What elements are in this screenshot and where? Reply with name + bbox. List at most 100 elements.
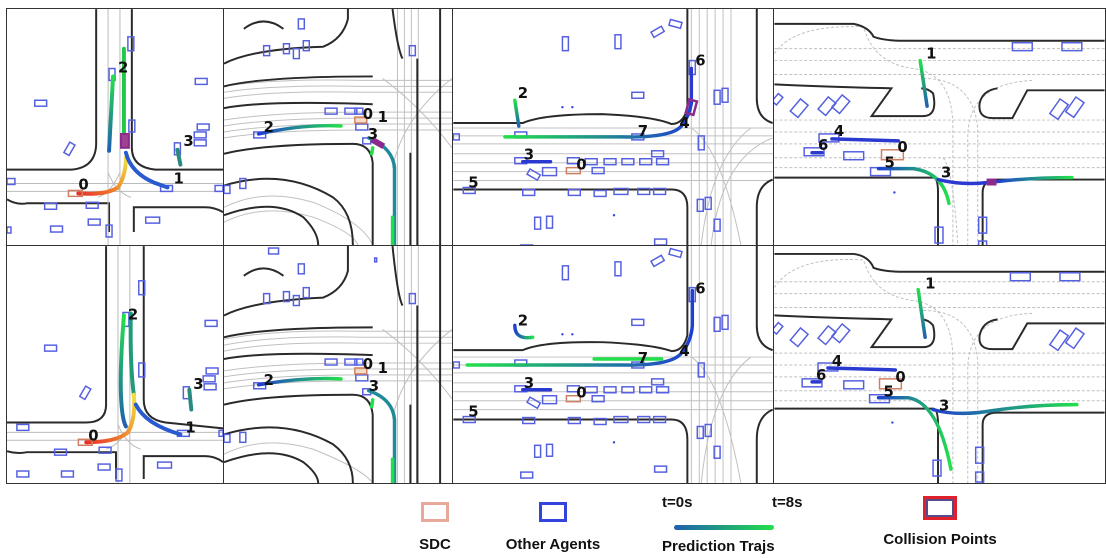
svg-text:4: 4 <box>832 352 842 370</box>
sdc-box <box>77 438 93 446</box>
lanes <box>453 246 773 483</box>
road-edges <box>453 9 773 245</box>
lanes <box>7 246 223 483</box>
collision-point <box>370 136 386 149</box>
trajectory-gradient-icon <box>674 525 774 530</box>
collision-swatch-icon <box>923 496 957 520</box>
legend-sdc-label: SDC <box>419 536 451 553</box>
svg-text:2: 2 <box>518 311 528 329</box>
other-agents-swatch-icon <box>539 502 567 522</box>
svg-text:5: 5 <box>883 383 893 401</box>
scene-map: 1 4 6 0 5 3 <box>774 22 1105 245</box>
road-edges <box>453 246 773 483</box>
lanes <box>7 9 223 245</box>
panel-top-2: 2 0 1 3 <box>223 8 453 246</box>
agent-boxes <box>224 247 417 444</box>
traj-start-label: t=0s <box>662 494 693 511</box>
agent-boxes <box>453 18 729 245</box>
legend-other-agents: Other Agents <box>488 502 618 553</box>
svg-text:6: 6 <box>816 366 826 384</box>
trajectories <box>76 46 183 196</box>
legend-prediction-trajs: t=0s t=8s Prediction Trajs <box>662 494 842 558</box>
road-edges <box>7 9 223 233</box>
agent-boxes <box>774 272 1086 483</box>
svg-text:1: 1 <box>926 45 936 63</box>
panel-top-3: 2 3 0 5 7 4 6 <box>452 8 774 246</box>
panel-bottom-1: 0 1 2 3 <box>6 245 224 484</box>
agent-boxes <box>224 18 417 195</box>
svg-text:1: 1 <box>378 108 388 126</box>
collision-point <box>684 97 699 117</box>
legend-sdc: SDC <box>410 502 460 553</box>
panel-bottom-3: 2 3 0 5 7 4 6 <box>452 245 774 484</box>
traj-end-label: t=8s <box>772 494 803 511</box>
scene-map: 2 0 1 3 <box>224 246 452 483</box>
panel-bottom-2: 2 0 1 3 <box>223 245 453 484</box>
svg-text:6: 6 <box>818 136 828 154</box>
svg-text:5: 5 <box>884 154 894 172</box>
svg-text:1: 1 <box>378 359 388 377</box>
collision-point <box>986 178 997 186</box>
svg-text:7: 7 <box>638 122 648 140</box>
legend-collision-points-label: Collision Points <box>883 531 997 548</box>
svg-text:0: 0 <box>78 175 88 193</box>
legend-prediction-trajs-label: Prediction Trajs <box>662 538 775 555</box>
svg-text:3: 3 <box>368 125 378 143</box>
agent-boxes <box>774 41 1086 245</box>
agent-dots <box>561 333 616 444</box>
svg-text:2: 2 <box>264 118 274 136</box>
trajectories <box>84 311 194 445</box>
svg-text:1: 1 <box>173 169 183 187</box>
trajectories <box>810 287 1079 471</box>
panel-bottom-4: 1 4 6 0 5 3 <box>773 245 1106 484</box>
svg-text:4: 4 <box>679 114 689 132</box>
sdc-swatch-icon <box>421 502 449 522</box>
sdc-box <box>354 367 368 375</box>
scene-map: 1 4 6 0 5 3 <box>774 252 1105 483</box>
legend: SDC Other Agents t=0s t=8s Prediction Tr… <box>400 492 1106 558</box>
svg-text:0: 0 <box>88 426 98 444</box>
trajectories <box>810 58 1074 206</box>
svg-text:3: 3 <box>524 146 534 164</box>
svg-text:2: 2 <box>518 84 528 102</box>
svg-text:3: 3 <box>369 377 379 395</box>
svg-text:0: 0 <box>576 384 586 402</box>
road-edges <box>224 9 442 245</box>
sdc-box <box>354 116 368 124</box>
scene-map: 2 3 0 5 7 4 6 <box>453 9 773 245</box>
sdc-box <box>67 189 84 198</box>
svg-text:2: 2 <box>128 305 138 323</box>
trajectories <box>256 376 397 483</box>
svg-text:0: 0 <box>897 138 907 156</box>
svg-text:6: 6 <box>695 52 705 70</box>
svg-text:3: 3 <box>939 397 949 415</box>
svg-text:3: 3 <box>183 132 193 150</box>
svg-text:0: 0 <box>895 368 905 386</box>
sdc-box <box>880 149 905 161</box>
scene-map: 2 3 0 5 7 4 6 <box>453 246 773 483</box>
svg-text:5: 5 <box>468 403 478 421</box>
svg-text:3: 3 <box>941 164 951 182</box>
svg-text:3: 3 <box>524 374 534 392</box>
legend-other-agents-label: Other Agents <box>505 536 601 553</box>
trajectories <box>465 288 695 420</box>
svg-text:7: 7 <box>638 349 648 367</box>
panel-top-1: 0 1 2 3 <box>6 8 224 246</box>
svg-text:2: 2 <box>264 371 274 389</box>
svg-text:0: 0 <box>363 355 373 373</box>
svg-text:4: 4 <box>679 342 689 360</box>
svg-text:3: 3 <box>193 375 203 393</box>
legend-collision-points: Collision Points <box>880 494 1000 548</box>
sdc-box <box>565 166 582 175</box>
lanes <box>774 258 1105 483</box>
figure-grid: 0 1 2 3 <box>6 8 1106 484</box>
svg-text:6: 6 <box>695 280 705 298</box>
svg-text:1: 1 <box>185 418 195 436</box>
collision-point <box>119 132 130 149</box>
panel-top-4: 1 4 6 0 5 3 <box>773 8 1106 246</box>
lanes <box>453 9 773 245</box>
sdc-box <box>878 378 903 390</box>
agent-dots <box>561 105 616 217</box>
svg-text:0: 0 <box>363 105 373 123</box>
road-edges <box>7 246 223 479</box>
